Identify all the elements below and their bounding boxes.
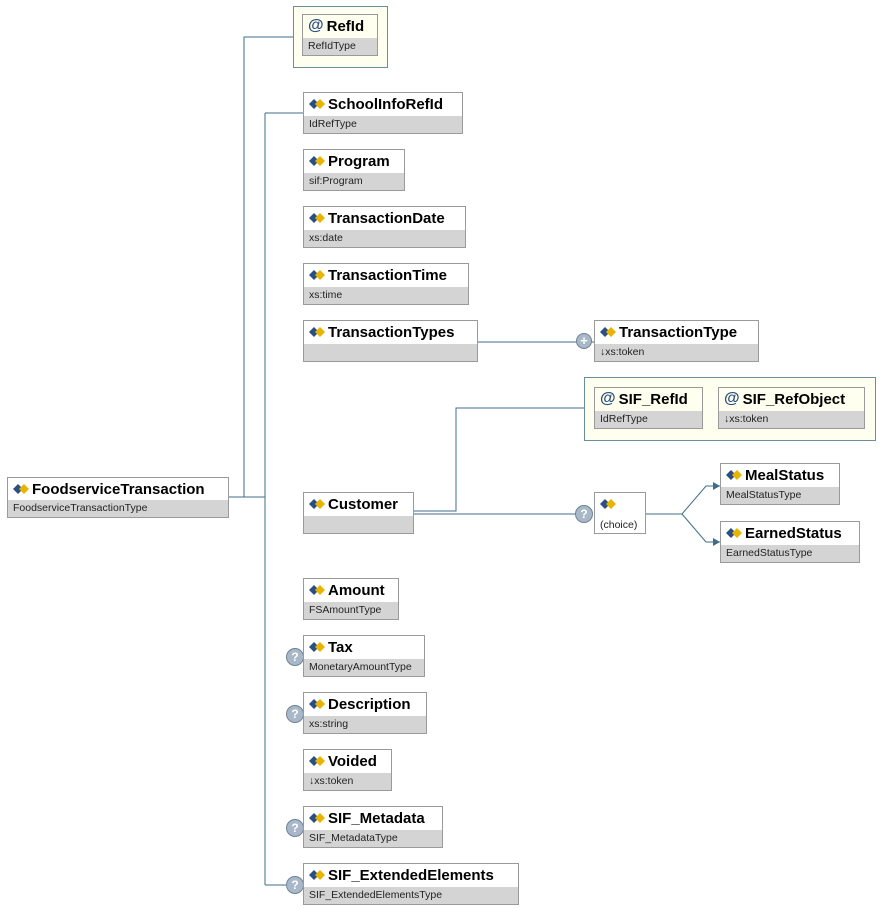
- attribute-name: SIF_RefId: [618, 390, 688, 408]
- element-icon: [309, 585, 325, 595]
- element-type: IdRefType: [304, 116, 462, 133]
- element-name: TransactionTime: [328, 266, 447, 284]
- attribute-node-sif-refobject[interactable]: @SIF_RefObject ↓xs:token: [718, 387, 865, 429]
- element-node-transactiontime[interactable]: TransactionTime xs:time: [303, 263, 469, 305]
- element-icon: [309, 213, 325, 223]
- element-icon: [309, 813, 325, 823]
- root-element-node[interactable]: FoodserviceTransaction FoodserviceTransa…: [7, 477, 229, 518]
- element-node-amount[interactable]: Amount FSAmountType: [303, 578, 399, 620]
- element-node-transactiondate[interactable]: TransactionDate xs:date: [303, 206, 466, 248]
- attribute-node-refid[interactable]: @ RefId RefIdType: [302, 14, 378, 56]
- element-type: ↓xs:token: [595, 344, 758, 361]
- element-type: xs:time: [304, 287, 468, 304]
- element-type: MonetaryAmountType: [304, 659, 424, 676]
- element-name: Voided: [328, 752, 377, 770]
- element-icon: [726, 528, 742, 538]
- element-type: SIF_ExtendedElementsType: [304, 887, 518, 904]
- element-icon: [309, 99, 325, 109]
- attribute-name: RefId: [326, 17, 365, 35]
- optional-icon: ?: [286, 648, 304, 666]
- attribute-name: SIF_RefObject: [742, 390, 846, 408]
- element-name: Customer: [328, 495, 399, 513]
- attribute-type: IdRefType: [595, 411, 702, 428]
- element-icon: [726, 470, 742, 480]
- element-name: TransactionDate: [328, 209, 445, 227]
- element-type: SIF_MetadataType: [304, 830, 442, 847]
- element-type: sif:Program: [304, 173, 404, 190]
- element-icon: [600, 327, 616, 337]
- choice-icon: [600, 499, 616, 509]
- element-node-transactiontype[interactable]: TransactionType ↓xs:token: [594, 320, 759, 362]
- attribute-icon: @: [724, 390, 740, 407]
- element-name: Amount: [328, 581, 385, 599]
- attribute-icon: @: [308, 17, 324, 34]
- element-name: Tax: [328, 638, 353, 656]
- element-type: [304, 516, 413, 533]
- element-name: EarnedStatus: [745, 524, 842, 542]
- element-type: xs:string: [304, 716, 426, 733]
- element-name: TransactionType: [619, 323, 738, 341]
- element-icon: [309, 156, 325, 166]
- element-node-sif-extendedelements[interactable]: SIF_ExtendedElements SIF_ExtendedElement…: [303, 863, 519, 905]
- element-node-tax[interactable]: Tax MonetaryAmountType: [303, 635, 425, 677]
- element-node-mealstatus[interactable]: MealStatus MealStatusType: [720, 463, 840, 505]
- element-icon: [309, 499, 325, 509]
- element-name: Program: [328, 152, 390, 170]
- attribute-icon: @: [600, 390, 616, 407]
- element-node-earnedstatus[interactable]: EarnedStatus EarnedStatusType: [720, 521, 860, 563]
- element-node-schoolinforefid[interactable]: SchoolInfoRefId IdRefType: [303, 92, 463, 134]
- element-icon: [309, 270, 325, 280]
- element-icon: [309, 642, 325, 652]
- attribute-type: RefIdType: [303, 38, 377, 55]
- attribute-type: ↓xs:token: [719, 411, 864, 428]
- element-name: SIF_ExtendedElements: [328, 866, 494, 884]
- element-type: xs:date: [304, 230, 465, 247]
- element-icon: [309, 327, 325, 337]
- root-element-name: FoodserviceTransaction: [32, 480, 205, 498]
- choice-node[interactable]: (choice): [594, 492, 646, 534]
- element-icon: [13, 484, 29, 494]
- element-type: MealStatusType: [721, 487, 839, 504]
- element-node-voided[interactable]: Voided ↓xs:token: [303, 749, 392, 791]
- element-name: SchoolInfoRefId: [328, 95, 443, 113]
- element-node-customer[interactable]: Customer: [303, 492, 414, 534]
- element-name: MealStatus: [745, 466, 825, 484]
- element-type: [304, 344, 477, 361]
- attribute-node-sif-refid[interactable]: @SIF_RefId IdRefType: [594, 387, 703, 429]
- element-node-sif-metadata[interactable]: SIF_Metadata SIF_MetadataType: [303, 806, 443, 848]
- optional-icon: ?: [575, 505, 593, 523]
- expand-icon[interactable]: +: [576, 333, 592, 349]
- element-node-transactiontypes[interactable]: TransactionTypes: [303, 320, 478, 362]
- element-type: FSAmountType: [304, 602, 398, 619]
- element-icon: [309, 756, 325, 766]
- element-name: Description: [328, 695, 411, 713]
- root-element-type: FoodserviceTransactionType: [8, 500, 228, 517]
- element-name: SIF_Metadata: [328, 809, 425, 827]
- optional-icon: ?: [286, 705, 304, 723]
- optional-icon: ?: [286, 876, 304, 894]
- element-icon: [309, 699, 325, 709]
- element-node-program[interactable]: Program sif:Program: [303, 149, 405, 191]
- choice-label: (choice): [600, 519, 638, 531]
- element-icon: [309, 870, 325, 880]
- element-type: ↓xs:token: [304, 773, 391, 790]
- optional-icon: ?: [286, 819, 304, 837]
- element-node-description[interactable]: Description xs:string: [303, 692, 427, 734]
- element-type: EarnedStatusType: [721, 545, 859, 562]
- element-name: TransactionTypes: [328, 323, 455, 341]
